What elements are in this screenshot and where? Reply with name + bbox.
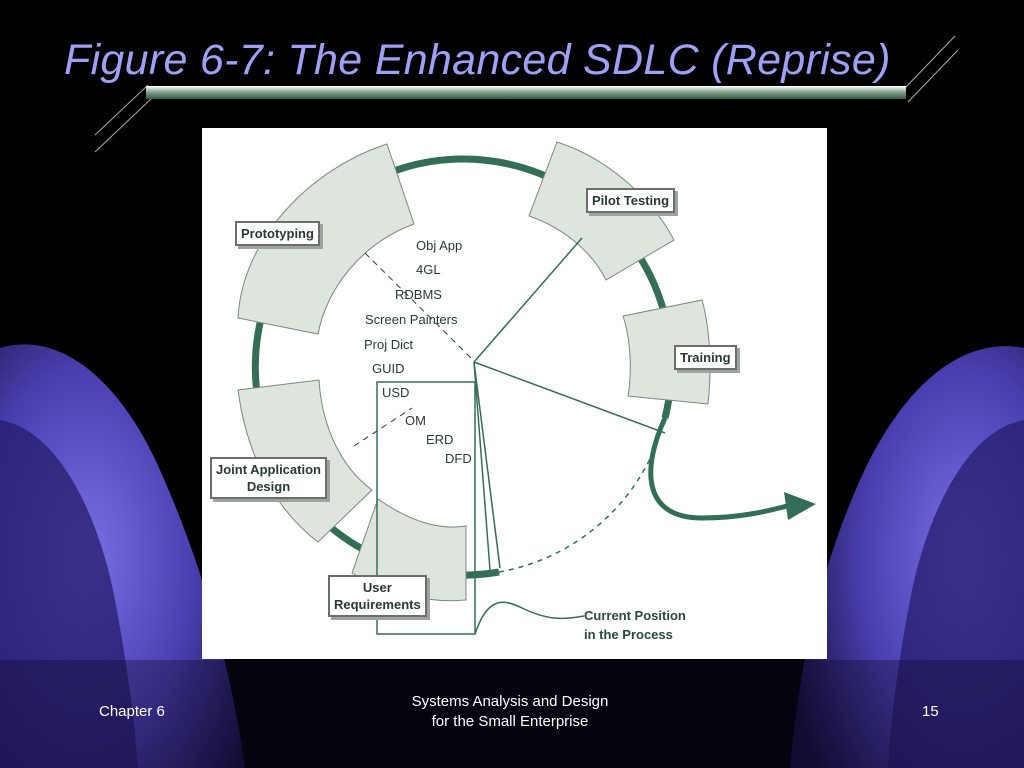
- title-underline-bar: [146, 86, 906, 99]
- footer-book-title: Systems Analysis and Design for the Smal…: [372, 692, 648, 732]
- current-position-label: Current Position in the Process: [584, 606, 686, 644]
- phase-label-pilot-testing: Pilot Testing: [586, 188, 676, 213]
- tool-guid: GUID: [372, 361, 405, 376]
- tool-erd: ERD: [426, 432, 454, 447]
- deco-line-right-1: [904, 35, 956, 89]
- dashed-diagonal-lower: [353, 407, 413, 447]
- current-position-connector: [474, 601, 585, 635]
- dashed-diagonal-upper: [364, 252, 476, 363]
- sdlc-figure: Prototyping Pilot Testing Training Joint…: [202, 128, 827, 659]
- current-position-box: [376, 381, 476, 635]
- phase-label-joint-application-design: Joint Application Design: [210, 457, 327, 499]
- exit-arrow-curve: [648, 416, 788, 521]
- user-req-line-2: Requirements: [334, 597, 421, 612]
- user-req-line-1: User: [362, 580, 392, 595]
- sdlc-diagram: [237, 141, 816, 635]
- exit-arrow-head: [784, 492, 816, 520]
- spoke-training: [473, 361, 666, 434]
- tool-4gl: 4GL: [416, 262, 441, 277]
- tool-dfd: DFD: [445, 451, 472, 466]
- spoke-user-req-a: [473, 361, 501, 569]
- tool-usd: USD: [382, 385, 410, 400]
- tool-obj-app: Obj App: [416, 238, 463, 253]
- phase-label-training: Training: [674, 345, 737, 370]
- left-swoosh-inner: [0, 420, 138, 768]
- current-position-line-2: in the Process: [584, 627, 673, 642]
- segment-training: [622, 299, 711, 405]
- slide-title: Figure 6-7: The Enhanced SDLC (Reprise): [64, 36, 891, 84]
- remaining-path-dashed: [498, 417, 666, 573]
- footer-book-title-line-2: for the Small Enterprise: [431, 713, 589, 730]
- deco-line-left-1: [94, 84, 149, 136]
- jad-line-1: Joint Application: [216, 462, 321, 477]
- deco-line-right-2: [907, 49, 959, 103]
- deco-line-left-2: [94, 97, 153, 153]
- footer-chapter: Chapter 6: [99, 703, 165, 720]
- tool-proj-dict: Proj Dict: [364, 337, 414, 352]
- tool-om: OM: [405, 413, 426, 428]
- segment-prototyping: [237, 143, 415, 335]
- tool-screen-painters: Screen Painters: [365, 312, 458, 327]
- footer-book-title-line-1: Systems Analysis and Design: [411, 693, 609, 710]
- jad-line-2: Design: [246, 479, 291, 494]
- spoke-pilot-testing: [473, 237, 583, 363]
- tool-rdbms: RDBMS: [395, 287, 442, 302]
- footer-page-number: 15: [922, 703, 939, 720]
- phase-label-user-requirements: User Requirements: [328, 575, 427, 617]
- spoke-user-req-b: [473, 361, 491, 571]
- current-position-line-1: Current Position: [584, 608, 686, 623]
- phase-label-prototyping: Prototyping: [235, 221, 320, 246]
- right-swoosh-inner: [888, 420, 1024, 768]
